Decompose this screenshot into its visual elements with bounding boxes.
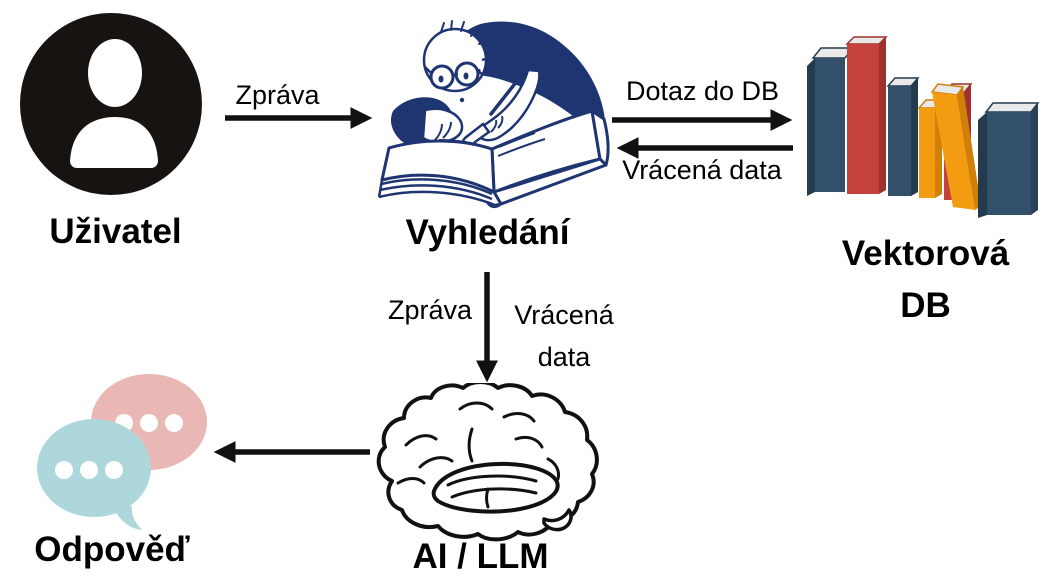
brain-icon (376, 383, 599, 542)
user-avatar-icon (20, 13, 202, 195)
answer-node-label: Odpověď (34, 530, 190, 569)
chat-bubbles-icon (37, 374, 207, 530)
vracena-data-line1: Vrácená (514, 300, 614, 330)
edge-label-vracena-data-1: Vrácená data (622, 155, 782, 185)
reading-person-icon (377, 20, 610, 209)
edge-label-zprava-1: Zpráva (235, 80, 320, 110)
book-stack-icon (807, 36, 1040, 218)
vracena-data-line2: data (537, 342, 591, 372)
edge-label-zprava-2: Zpráva (387, 295, 472, 325)
vector-db-label-line2: DB (900, 286, 951, 325)
search-node-label: Vyhledání (405, 213, 570, 252)
edge-label-vracena-data-2: Vrácená data (498, 294, 630, 378)
edge-label-dotaz-do-db: Dotaz do DB (625, 76, 780, 106)
vector-db-label-line1: Vektorová (841, 234, 1010, 273)
user-node-label: Uživatel (49, 212, 182, 251)
ai-node-label: AI / LLM (412, 537, 549, 576)
vector-db-node-label: Vektorová DB (818, 228, 1033, 332)
